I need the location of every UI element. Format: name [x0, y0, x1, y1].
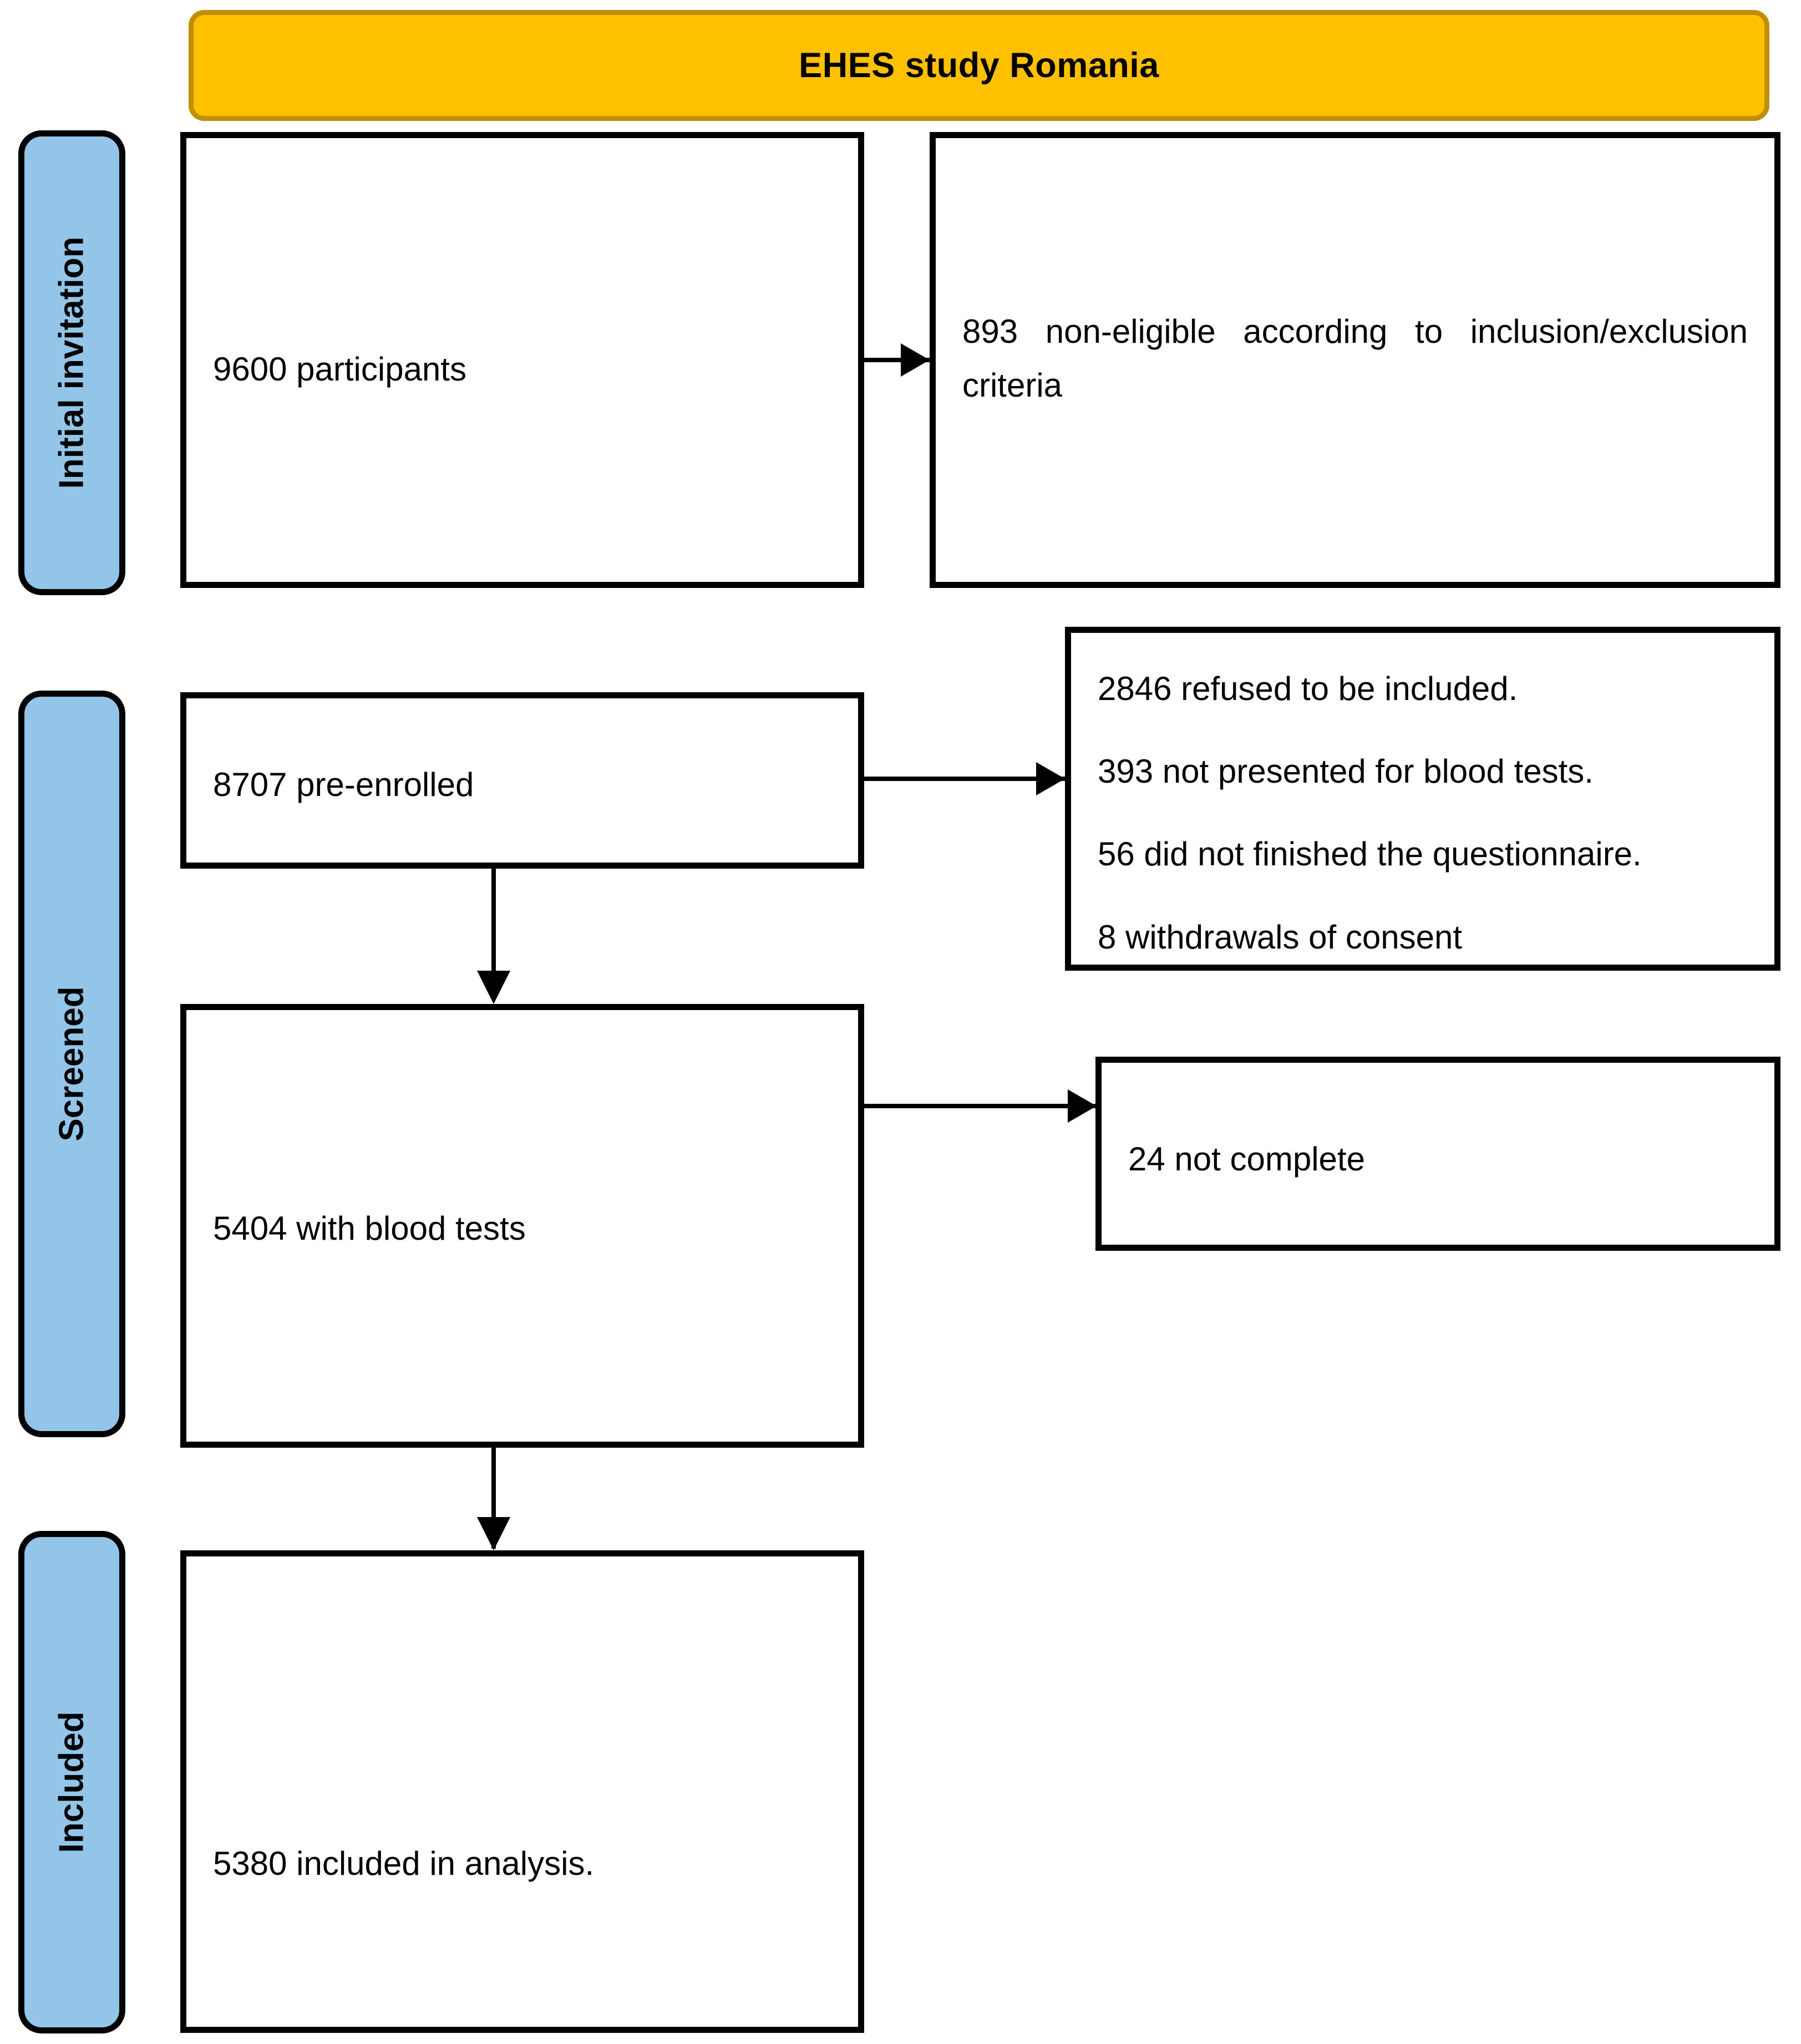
stage-label-included: Included: [18, 1531, 125, 2033]
stage-label-text: Included: [52, 1711, 91, 1853]
exclusion-line: 393 not presented for blood tests.: [1098, 753, 1594, 790]
node-exclusions: 2846 refused to be included. 393 not pre…: [1065, 627, 1780, 971]
connector-pre-enrolled-to-blood-tests: [491, 869, 496, 974]
connector-pre-enrolled-to-exclusions: [864, 777, 1068, 781]
stage-label-initial-invitation: Initial invitation: [18, 130, 125, 595]
node-included-in-analysis: 5380 included in analysis.: [180, 1550, 864, 2033]
arrow-right-icon: [1036, 762, 1065, 795]
node-participants: 9600 participants: [180, 132, 864, 588]
diagram-title-banner: EHES study Romania: [189, 10, 1769, 121]
node-pre-enrolled: 8707 pre-enrolled: [180, 692, 864, 869]
arrow-down-icon: [477, 1517, 510, 1550]
stage-label-text: Initial invitation: [52, 236, 91, 489]
node-included-label: 5380 included in analysis.: [213, 1845, 595, 1882]
arrow-down-icon: [477, 971, 510, 1004]
exclusion-line: 56 did not finished the questionnaire.: [1098, 835, 1642, 873]
stage-label-screened: Screened: [18, 691, 125, 1437]
diagram-title: EHES study Romania: [799, 45, 1159, 85]
node-not-complete: 24 not complete: [1095, 1057, 1780, 1251]
connector-blood-tests-to-not-complete: [864, 1104, 1102, 1108]
exclusion-line: 2846 refused to be included.: [1098, 670, 1518, 707]
arrow-right-icon: [1068, 1089, 1097, 1123]
node-exclusions-list: 2846 refused to be included. 393 not pre…: [1098, 662, 1758, 964]
node-participants-label: 9600 participants: [213, 351, 466, 388]
stage-label-text: Screened: [52, 986, 91, 1142]
arrow-right-icon: [901, 343, 930, 377]
connector-blood-tests-to-included: [491, 1448, 496, 1549]
node-non-eligible: 893 non-eligible according to inclusion/…: [930, 132, 1780, 588]
connector-participants-to-non-eligible: [864, 358, 932, 362]
node-blood-tests: 5404 with blood tests: [180, 1004, 864, 1448]
node-blood-tests-label: 5404 with blood tests: [213, 1210, 526, 1247]
node-not-complete-label: 24 not complete: [1128, 1140, 1365, 1178]
node-pre-enrolled-label: 8707 pre-enrolled: [213, 766, 474, 803]
exclusion-line: 8 withdrawals of consent: [1098, 918, 1463, 956]
node-non-eligible-label: 893 non-eligible according to inclusion/…: [962, 313, 1748, 404]
